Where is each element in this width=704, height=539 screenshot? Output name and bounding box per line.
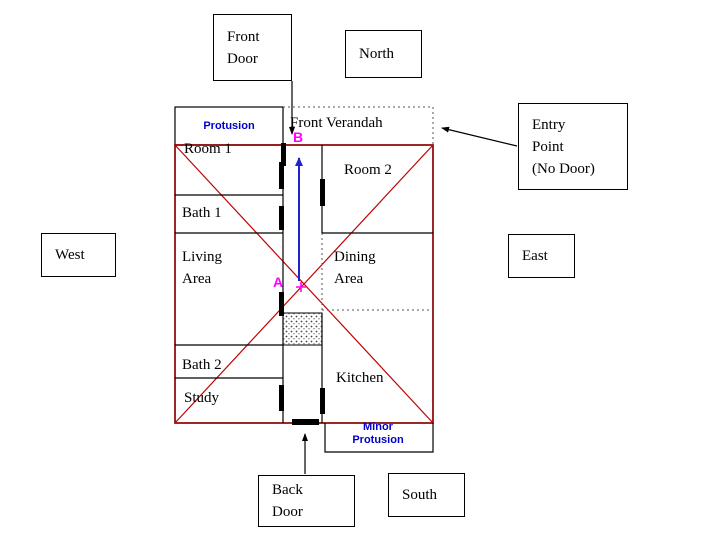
point-a-cross [296, 282, 306, 292]
east-callout: East [508, 234, 575, 278]
bath1-door-bar [279, 206, 284, 230]
minor-protusion-label: Minor Protusion [352, 421, 404, 446]
front-door-callout: Front Door [213, 14, 292, 81]
south-label: South [402, 487, 438, 503]
back-door-label: Back Door [272, 482, 303, 520]
room1-door-bar [279, 162, 284, 189]
red-diagonal-ne-sw [174, 144, 434, 424]
bath2-label: Bath 2 [182, 357, 222, 373]
living-door-bar [279, 292, 284, 316]
dining-area-label: Dining Area [334, 249, 376, 287]
south-callout: South [388, 473, 465, 517]
bath1-label: Bath 1 [182, 205, 222, 221]
front-verandah-dotted-outline [283, 106, 434, 145]
study-label: Study [184, 390, 220, 406]
front-door-bar [281, 143, 286, 166]
room1-label: Room 1 [184, 141, 232, 157]
north-callout: North [345, 30, 422, 78]
back-door-callout: Back Door [258, 475, 355, 527]
point-b-label: B [293, 129, 304, 145]
kitchen-door-bar [320, 388, 325, 414]
west-label: West [55, 247, 85, 263]
room2-door-bar [320, 179, 325, 206]
west-callout: West [41, 233, 116, 277]
front-door-label: Front Door [227, 28, 260, 67]
entry-point-label: Entry Point (No Door) [532, 116, 595, 177]
point-a-label: A [273, 274, 284, 290]
north-label: North [359, 46, 394, 62]
front-verandah-label: Front Verandah [290, 115, 383, 131]
east-label: East [522, 248, 548, 264]
kitchen-label: Kitchen [336, 370, 384, 386]
minor-protusion-outline [324, 423, 434, 453]
back-door-bar [292, 419, 319, 425]
entry-point-callout: Entry Point (No Door) [518, 103, 628, 190]
stippled-square [282, 312, 323, 346]
protusion-label: Protusion [203, 120, 255, 132]
room2-label: Room 2 [344, 162, 392, 178]
entry-point-arrow [441, 126, 518, 147]
living-area-label: Living Area [182, 249, 222, 287]
study-door-bar [279, 385, 284, 411]
